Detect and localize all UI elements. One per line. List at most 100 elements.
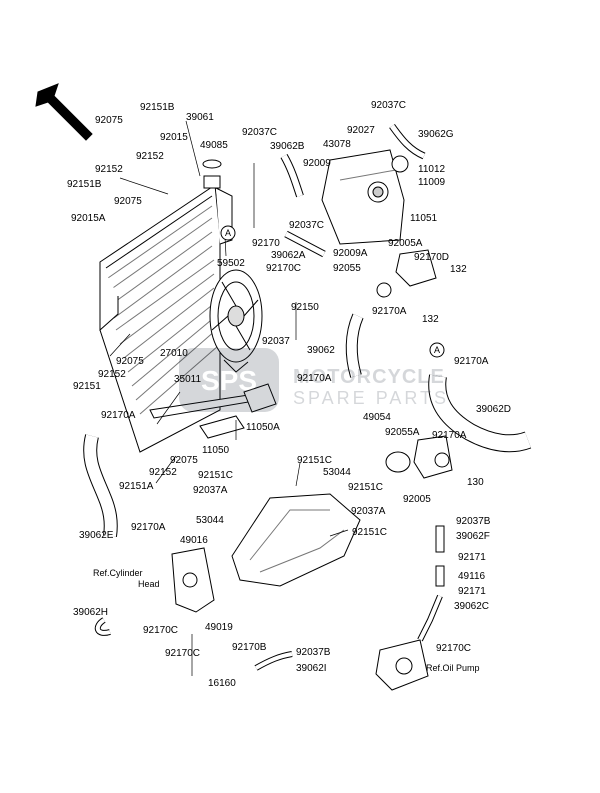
callout-39062h: 39062H xyxy=(73,607,109,618)
callout-92170a: 92170A xyxy=(432,430,467,441)
callout-39062b: 39062B xyxy=(270,141,305,152)
callout-92170c: 92170C xyxy=(266,263,302,274)
callout-130: 130 xyxy=(467,477,484,488)
callout-39062d: 39062D xyxy=(476,404,512,415)
callout-92170c: 92170C xyxy=(165,648,201,659)
callout-39062c: 39062C xyxy=(454,601,490,612)
callout-53044: 53044 xyxy=(323,467,351,478)
callout-92037a: 92037A xyxy=(193,485,228,496)
callout-11050a: 11050A xyxy=(246,422,280,433)
ref-cylinder-head-line-2: Head xyxy=(138,579,160,589)
callout-92170a: 92170A xyxy=(372,306,407,317)
callout-43078: 43078 xyxy=(323,139,351,150)
callout-92150: 92150 xyxy=(291,302,319,313)
callout-92170a: 92170A xyxy=(101,410,136,421)
callout-59502: 59502 xyxy=(217,258,245,269)
callout-92170d: 92170D xyxy=(414,252,450,263)
reservoir-tank xyxy=(321,149,409,245)
watermark: SPS MOTORCYCLE SPARE PARTS xyxy=(175,344,475,416)
callout-92037c: 92037C xyxy=(242,127,278,138)
callout-49085: 49085 xyxy=(200,140,228,151)
callout-49054: 49054 xyxy=(363,412,391,423)
callout-92170c: 92170C xyxy=(436,643,472,654)
callout-92152: 92152 xyxy=(136,151,164,162)
callout-92170c: 92170C xyxy=(143,625,179,636)
callout-92005: 92005 xyxy=(403,494,431,505)
callout-92015a: 92015A xyxy=(71,213,106,224)
callout-92170a: 92170A xyxy=(131,522,166,533)
callout-92170a: 92170A xyxy=(454,356,489,367)
callout-92027: 92027 xyxy=(347,125,375,136)
front-direction-arrow-icon xyxy=(35,83,93,141)
callout-16160: 16160 xyxy=(208,678,236,689)
callout-92075: 92075 xyxy=(170,455,198,466)
callout-132: 132 xyxy=(450,264,467,275)
callout-92151c: 92151C xyxy=(297,455,333,466)
watermark-logo-icon: SPS xyxy=(179,348,279,412)
callout-39062e: 39062E xyxy=(79,530,114,541)
callout-92055: 92055 xyxy=(333,263,361,274)
callout-92151c: 92151C xyxy=(352,527,388,538)
callout-39061: 39061 xyxy=(186,112,214,123)
callout-92015: 92015 xyxy=(160,132,188,143)
callout-35011: 35011 xyxy=(174,374,202,385)
callout-92151c: 92151C xyxy=(198,470,234,481)
callout-92075: 92075 xyxy=(95,115,123,126)
callout-92171: 92171 xyxy=(458,552,486,563)
callout-92037c: 92037C xyxy=(371,100,407,111)
callout-92037b: 92037B xyxy=(296,647,331,658)
callout-92151a: 92151A xyxy=(119,481,154,492)
callout-39062: 39062 xyxy=(307,345,335,356)
callout-11012: 11012 xyxy=(418,164,446,175)
cooling-fan xyxy=(209,269,263,373)
callout-92075: 92075 xyxy=(114,196,142,207)
callout-11051: 11051 xyxy=(410,213,438,224)
under-cover xyxy=(231,493,361,587)
cylinder-head-fitting xyxy=(171,547,215,613)
ref-cylinder-head-line-1: Ref.Cylinder xyxy=(93,568,143,578)
callout-92075: 92075 xyxy=(116,356,144,367)
callout-132: 132 xyxy=(422,314,439,325)
callout-92151b: 92151B xyxy=(67,179,102,190)
callout-39062i: 39062I xyxy=(296,663,327,674)
callout-92037c: 92037C xyxy=(289,220,325,231)
watermark-line-1: MOTORCYCLE xyxy=(293,366,445,388)
callout-92151c: 92151C xyxy=(348,482,384,493)
callout-92171: 92171 xyxy=(458,586,486,597)
callout-92005a: 92005A xyxy=(388,238,423,249)
callout-92152: 92152 xyxy=(98,369,126,380)
callout-92009: 92009 xyxy=(303,158,331,169)
callout-92151b: 92151B xyxy=(140,102,175,113)
callout-39062a: 39062A xyxy=(271,250,306,261)
callout-92151: 92151 xyxy=(73,381,101,392)
callout-92170a: 92170A xyxy=(297,373,332,384)
marker-a-upper: A xyxy=(225,228,232,238)
callout-92037a: 92037A xyxy=(351,506,386,517)
callout-39062f: 39062F xyxy=(456,531,490,542)
water-pump-cover xyxy=(385,435,453,479)
svg-text:SPS: SPS xyxy=(201,365,257,396)
callout-53044: 53044 xyxy=(196,515,224,526)
callout-92037: 92037 xyxy=(262,336,290,347)
fan-bracket xyxy=(149,383,277,439)
callout-11009: 11009 xyxy=(418,177,446,188)
marker-a-lower: A xyxy=(434,345,441,355)
callout-49016: 49016 xyxy=(180,535,208,546)
callout-92170b: 92170B xyxy=(232,642,267,653)
callout-92152: 92152 xyxy=(149,467,177,478)
callout-27010: 27010 xyxy=(160,348,188,359)
callout-92055a: 92055A xyxy=(385,427,420,438)
radiator xyxy=(99,159,233,453)
callout-49116: 49116 xyxy=(458,571,486,582)
callout-92009a: 92009A xyxy=(333,248,368,259)
thermostat-housing xyxy=(376,249,437,298)
callout-49019: 49019 xyxy=(205,622,233,633)
watermark-line-2: SPARE PARTS xyxy=(293,388,450,408)
bypass-pipe xyxy=(417,525,445,642)
oil-pump-fitting xyxy=(375,639,429,691)
ref-oil-pump: Ref.Oil Pump xyxy=(426,663,480,673)
callout-92170: 92170 xyxy=(252,238,280,249)
callout-92152: 92152 xyxy=(95,164,123,175)
